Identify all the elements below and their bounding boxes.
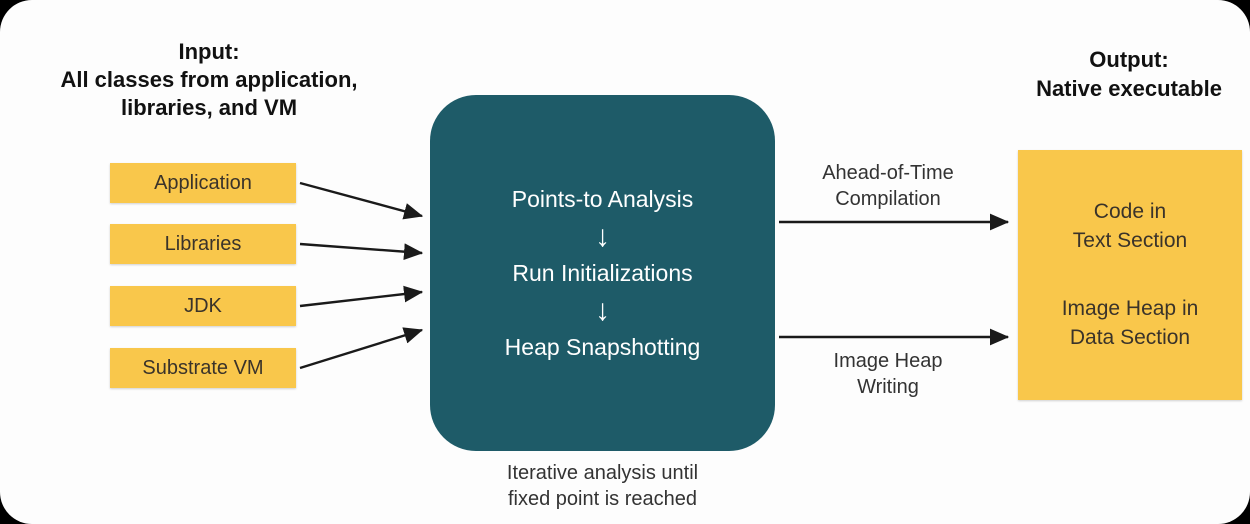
down-arrow-icon: ↓ xyxy=(595,293,610,327)
output-box: Code in Text Section Image Heap in Data … xyxy=(1018,150,1242,400)
input-box-libraries: Libraries xyxy=(110,224,296,264)
input-title-line2: All classes from application, xyxy=(60,67,358,93)
down-arrow-icon: ↓ xyxy=(595,219,610,253)
output-box-code-line2: Text Section xyxy=(1072,228,1188,252)
output-box-heap-section: Image Heap in Data Section xyxy=(1062,295,1199,352)
flow-label-heap-line2: Writing xyxy=(857,376,919,398)
flow-label-image-heap-writing: Image Heap Writing xyxy=(788,348,988,400)
flow-label-heap-line1: Image Heap xyxy=(833,350,943,372)
flow-label-aot-line1: Ahead-of-Time xyxy=(822,162,954,184)
process-step-heap-snapshotting: Heap Snapshotting xyxy=(504,333,701,360)
process-step-points-to-analysis: Points-to Analysis xyxy=(511,185,694,212)
input-box-application: Application xyxy=(110,163,296,203)
input-title: Input: All classes from application, lib… xyxy=(14,38,404,122)
process-caption-line1: Iterative analysis until xyxy=(506,462,699,484)
process-caption: Iterative analysis until fixed point is … xyxy=(430,460,775,512)
input-title-line3: libraries, and VM xyxy=(120,95,298,121)
input-box-substrate-vm: Substrate VM xyxy=(110,348,296,388)
process-box: Points-to Analysis ↓ Run Initializations… xyxy=(430,95,775,451)
output-box-heap-line2: Data Section xyxy=(1069,325,1191,349)
output-box-code-section: Code in Text Section xyxy=(1073,198,1187,255)
output-box-heap-line1: Image Heap in xyxy=(1061,297,1199,321)
flow-label-aot-line2: Compilation xyxy=(835,188,941,210)
output-title-line1: Output: xyxy=(1089,47,1169,72)
output-box-code-line1: Code in xyxy=(1093,200,1167,224)
output-title: Output: Native executable xyxy=(1010,46,1248,103)
flow-label-aot-compilation: Ahead-of-Time Compilation xyxy=(788,160,988,212)
process-step-run-initializations: Run Initializations xyxy=(512,259,693,286)
output-title-line2: Native executable xyxy=(1036,75,1222,101)
process-caption-line2: fixed point is reached xyxy=(507,488,697,510)
input-box-jdk: JDK xyxy=(110,286,296,326)
input-title-line1: Input: xyxy=(178,39,240,64)
